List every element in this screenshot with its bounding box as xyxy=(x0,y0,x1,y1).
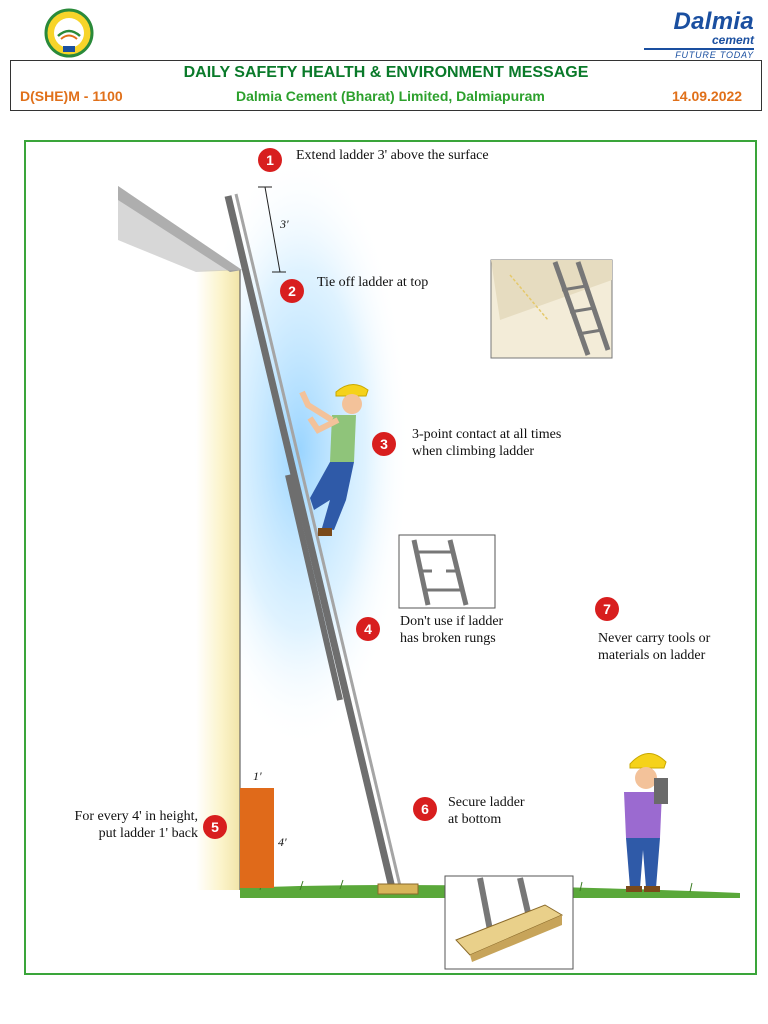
company-name: Dalmia Cement (Bharat) Limited, Dalmiapu… xyxy=(236,88,545,104)
tip-text-7-line2: materials on ladder xyxy=(598,648,706,663)
person-with-tools xyxy=(624,753,668,892)
tip-text-4: Don't use if ladder has broken rungs xyxy=(400,613,503,647)
tip-text-2: Tie off ladder at top xyxy=(317,275,429,290)
tip-text-7: Never carry tools or materials on ladder xyxy=(598,630,710,664)
safety-logo-icon xyxy=(44,8,94,58)
brand-divider xyxy=(644,48,754,50)
inset-secure-bottom xyxy=(444,875,574,970)
tip-badge-2: 2 xyxy=(280,279,304,303)
tip-badge-6: 6 xyxy=(413,797,437,821)
tip-badge-1: 1 xyxy=(258,148,282,172)
tip-text-5-line2: put ladder 1' back xyxy=(98,826,198,841)
tip-text-7-line1: Never carry tools or xyxy=(598,631,711,646)
document-code: D(SHE)M - 1100 xyxy=(20,88,123,104)
tip-badge-5: 5 xyxy=(203,815,227,839)
dimension-back: 1' xyxy=(253,769,262,783)
page-title: DAILY SAFETY HEALTH & ENVIRONMENT MESSAG… xyxy=(183,64,589,81)
document-date: 14.09.2022 xyxy=(672,88,743,104)
ratio-box xyxy=(240,788,274,888)
ladder-safety-poster xyxy=(24,140,757,975)
tip-text-4-line2: has broken rungs xyxy=(400,631,496,646)
inset-tie-off xyxy=(490,259,613,359)
dimension-height: 4' xyxy=(278,835,287,849)
dalmia-brand-logo: Dalmia cement FUTURE TODAY xyxy=(644,10,754,60)
tip-text-3-line2: when climbing ladder xyxy=(412,444,535,459)
brand-name: Dalmia xyxy=(673,8,754,35)
header-box xyxy=(10,60,762,111)
tip-text-1: Extend ladder 3' above the surface xyxy=(296,148,489,163)
tip-badge-4: 4 xyxy=(356,617,380,641)
tip-text-3-line1: 3-point contact at all times xyxy=(412,427,562,442)
climber-figure xyxy=(299,384,369,536)
tip-text-6-line2: at bottom xyxy=(448,812,502,827)
tip-text-6: Secure ladder at bottom xyxy=(448,794,525,828)
brand-tagline: FUTURE TODAY xyxy=(675,50,754,60)
tip-text-3: 3-point contact at all times when climbi… xyxy=(412,426,561,460)
tip-text-6-line1: Secure ladder xyxy=(448,795,525,810)
tip-badge-7: 7 xyxy=(595,597,619,621)
inset-broken-rungs xyxy=(398,534,496,609)
house-wall xyxy=(196,270,240,890)
dimension-extend: 3' xyxy=(279,217,289,231)
brand-sub: cement xyxy=(711,33,754,47)
tip-text-5: For every 4' in height, put ladder 1' ba… xyxy=(28,808,198,842)
tip-badge-3: 3 xyxy=(372,432,396,456)
ladder-rail-back xyxy=(224,195,396,889)
glow-area xyxy=(190,150,410,750)
ladder-foot xyxy=(377,883,419,895)
tip-text-5-line1: For every 4' in height, xyxy=(74,809,198,824)
tip-text-4-line1: Don't use if ladder xyxy=(400,614,504,629)
